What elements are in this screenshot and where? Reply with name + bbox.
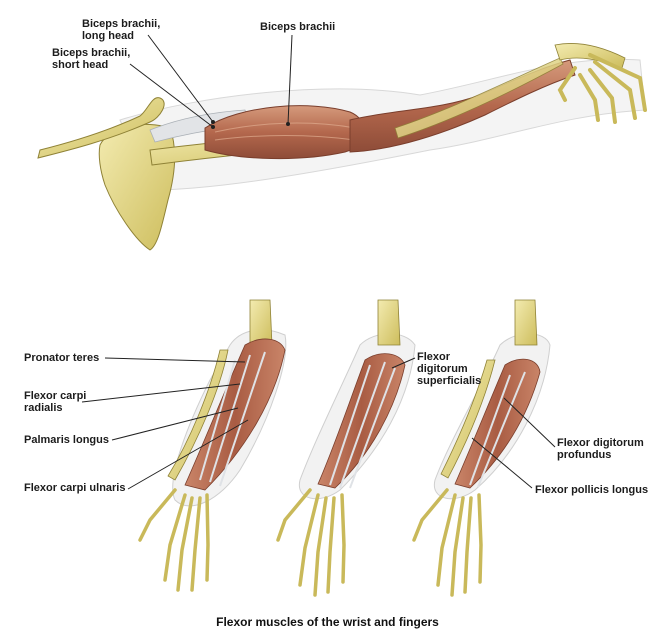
top-arm-illustration xyxy=(38,43,645,250)
forearm2-humerus xyxy=(378,300,400,345)
label-biceps-long-head: Biceps brachii, long head xyxy=(82,18,160,42)
label-flexor-carpi-ulnaris: Flexor carpi ulnaris xyxy=(24,482,125,494)
label-pronator-teres: Pronator teres xyxy=(24,352,99,364)
label-flexor-digitorum-profundus: Flexor digitorum profundus xyxy=(557,437,644,461)
forearm1-humerus xyxy=(250,300,272,345)
forearm-deep-layer xyxy=(414,300,550,595)
label-flexor-digitorum-superficialis: Flexor digitorum superficialis xyxy=(417,351,481,387)
label-flexor-carpi-radialis: Flexor carpi radialis xyxy=(24,390,86,414)
forearm3-humerus xyxy=(515,300,537,345)
forearm1-hand-bones xyxy=(140,490,208,590)
forearm-intermediate-layer xyxy=(278,300,415,595)
label-biceps-brachii: Biceps brachii xyxy=(260,21,335,33)
scapula-bone xyxy=(99,124,175,250)
label-biceps-short-head: Biceps brachii, short head xyxy=(52,47,130,71)
figure-caption: Flexor muscles of the wrist and fingers xyxy=(0,615,655,629)
forearm-superficial-layer xyxy=(140,300,286,590)
forearm3-hand-bones xyxy=(414,490,481,595)
label-flexor-pollicis-longus: Flexor pollicis longus xyxy=(535,484,648,496)
label-palmaris-longus: Palmaris longus xyxy=(24,434,109,446)
forearm2-hand-bones xyxy=(278,490,344,595)
